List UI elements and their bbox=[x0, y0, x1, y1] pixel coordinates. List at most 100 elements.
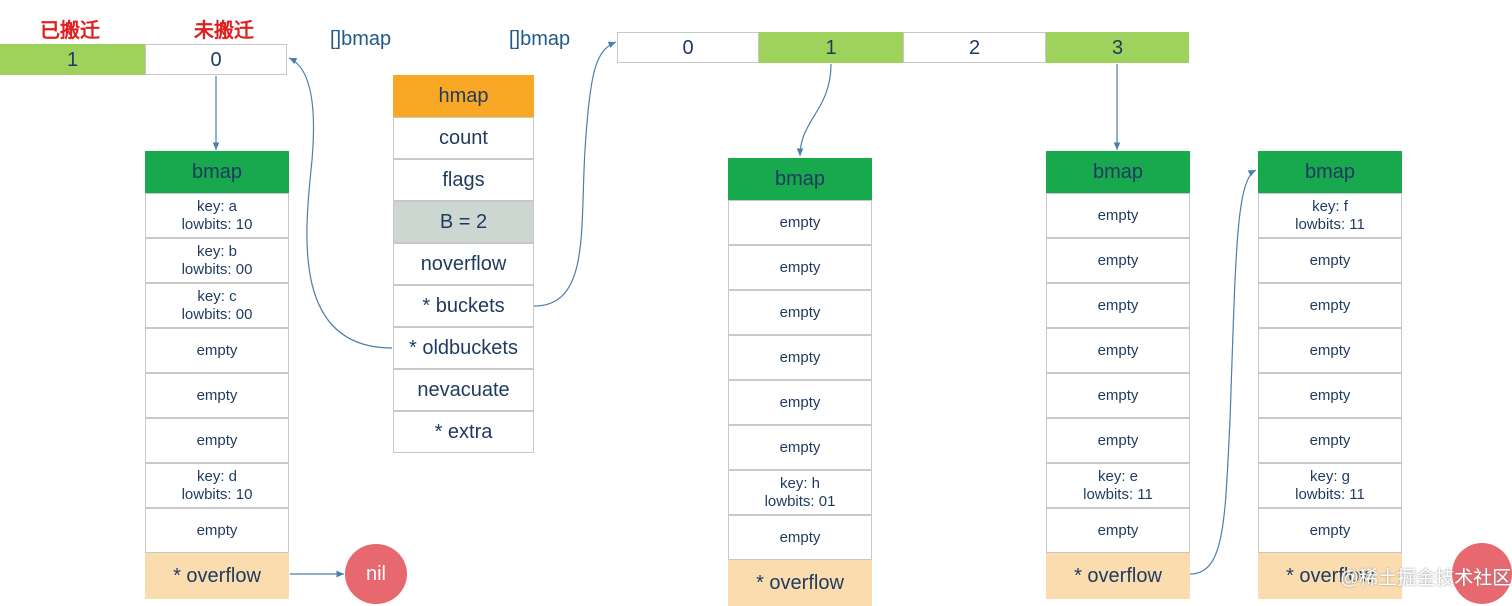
slot-key: empty bbox=[1309, 296, 1351, 314]
slot-key: empty bbox=[196, 521, 238, 539]
slot-lowbits: lowbits: 01 bbox=[764, 492, 836, 510]
bucket-3-overflow-slot: empty bbox=[1258, 418, 1402, 463]
slot-key: key: g bbox=[1309, 467, 1351, 485]
old-bucket-slot: empty bbox=[145, 418, 289, 463]
slot-key: empty bbox=[1097, 431, 1139, 449]
hmap-field-count: count bbox=[393, 117, 534, 159]
new-bucket-cell-2: 2 bbox=[903, 32, 1046, 63]
slot-lowbits: lowbits: 11 bbox=[1295, 485, 1365, 503]
slot-key: empty bbox=[196, 386, 238, 404]
old-bucket-overflow: * overflow bbox=[145, 553, 289, 599]
bucket-1-slot: empty bbox=[728, 515, 872, 560]
old-array-label: []bmap bbox=[330, 28, 392, 50]
bucket-3-slot: empty bbox=[1046, 238, 1190, 283]
bucket-3-overflow-slot: empty bbox=[1258, 508, 1402, 553]
slot-key: empty bbox=[1309, 251, 1351, 269]
slot-key: key: d bbox=[196, 467, 238, 485]
slot-key: empty bbox=[1097, 341, 1139, 359]
bucket-3-slot: empty bbox=[1046, 508, 1190, 553]
hmap-field-nevacuate: nevacuate bbox=[393, 369, 534, 411]
watermark: @稀土掘金技术社区 bbox=[1340, 568, 1512, 589]
slot-lowbits: lowbits: 10 bbox=[181, 215, 253, 233]
slot-key: empty bbox=[1097, 251, 1139, 269]
old-bucket-title: bmap bbox=[145, 151, 289, 193]
slot-key: empty bbox=[196, 341, 238, 359]
bucket-3-overflow-overflow: * overflow bbox=[1258, 553, 1402, 599]
bucket-1-overflow: * overflow bbox=[728, 560, 872, 606]
bucket-3-slot: empty bbox=[1046, 418, 1190, 463]
new-bucket-cell-3: 3 bbox=[1046, 32, 1189, 63]
nil-circle: nil bbox=[345, 544, 407, 604]
nil-circle-right bbox=[1452, 543, 1512, 604]
slot-key: empty bbox=[1309, 521, 1351, 539]
bucket-1-slot: empty bbox=[728, 200, 872, 245]
old-bucket-slot: empty bbox=[145, 508, 289, 553]
hmap-title: hmap bbox=[393, 75, 534, 117]
arrow-overflow-chain bbox=[1189, 169, 1257, 575]
bucket-1-slot: empty bbox=[728, 380, 872, 425]
hmap-field-buckets: * buckets bbox=[393, 285, 534, 327]
bucket-3-slot: empty bbox=[1046, 193, 1190, 238]
bucket-3-slot: empty bbox=[1046, 283, 1190, 328]
bucket-3-overflow: * overflow bbox=[1046, 553, 1190, 599]
legend-not-evacuated: 未搬迁 bbox=[194, 20, 254, 42]
slot-key: empty bbox=[779, 438, 821, 456]
bucket-1-slot: empty bbox=[728, 335, 872, 380]
slot-lowbits: lowbits: 10 bbox=[181, 485, 253, 503]
slot-key: empty bbox=[779, 303, 821, 321]
arrow-oldbuckets bbox=[288, 57, 393, 349]
slot-key: empty bbox=[1097, 521, 1139, 539]
bucket-3-overflow-slot: empty bbox=[1258, 328, 1402, 373]
slot-key: key: h bbox=[779, 474, 821, 492]
slot-key: empty bbox=[779, 258, 821, 276]
old-bucket-cell-0: 0 bbox=[145, 44, 287, 75]
bucket-1-slot: empty bbox=[728, 245, 872, 290]
hmap-field-extra: * extra bbox=[393, 411, 534, 453]
slot-key: empty bbox=[196, 431, 238, 449]
new-bucket-cell-0: 0 bbox=[617, 32, 759, 63]
slot-lowbits: lowbits: 00 bbox=[181, 305, 253, 323]
bucket-3-title: bmap bbox=[1046, 151, 1190, 193]
slot-key: key: a bbox=[196, 197, 238, 215]
hmap-field-b: B = 2 bbox=[393, 201, 534, 243]
slot-key: empty bbox=[1097, 296, 1139, 314]
slot-key: empty bbox=[1309, 431, 1351, 449]
new-array-label: []bmap bbox=[509, 28, 571, 50]
slot-lowbits: lowbits: 11 bbox=[1295, 215, 1365, 233]
arrow-new-1-to-bmap bbox=[796, 63, 832, 157]
hmap-field-flags: flags bbox=[393, 159, 534, 201]
bucket-3-overflow-slot: empty bbox=[1258, 238, 1402, 283]
slot-key: empty bbox=[1309, 386, 1351, 404]
bucket-3-overflow-slot: empty bbox=[1258, 283, 1402, 328]
bucket-1-slot: empty bbox=[728, 290, 872, 335]
bucket-3-slot: empty bbox=[1046, 373, 1190, 418]
slot-lowbits: lowbits: 11 bbox=[1083, 485, 1153, 503]
bucket-3-slot: empty bbox=[1046, 328, 1190, 373]
legend-evacuated: 已搬迁 bbox=[40, 20, 100, 42]
new-bucket-cell-1: 1 bbox=[759, 32, 903, 63]
hmap-field-oldbuckets: * oldbuckets bbox=[393, 327, 534, 369]
slot-key: empty bbox=[779, 528, 821, 546]
bucket-3-overflow-title: bmap bbox=[1258, 151, 1402, 193]
slot-key: key: f bbox=[1312, 197, 1348, 215]
old-bucket-slot: empty bbox=[145, 373, 289, 418]
old-bucket-slot: empty bbox=[145, 328, 289, 373]
hmap-field-noverflow: noverflow bbox=[393, 243, 534, 285]
slot-key: key: b bbox=[196, 242, 238, 260]
slot-key: empty bbox=[1097, 386, 1139, 404]
bucket-1-title: bmap bbox=[728, 158, 872, 200]
bucket-3-overflow-slot: empty bbox=[1258, 373, 1402, 418]
slot-key: empty bbox=[1309, 341, 1351, 359]
bucket-1-slot: empty bbox=[728, 425, 872, 470]
slot-key: empty bbox=[779, 213, 821, 231]
slot-key: key: c bbox=[197, 287, 237, 305]
slot-key: empty bbox=[779, 393, 821, 411]
